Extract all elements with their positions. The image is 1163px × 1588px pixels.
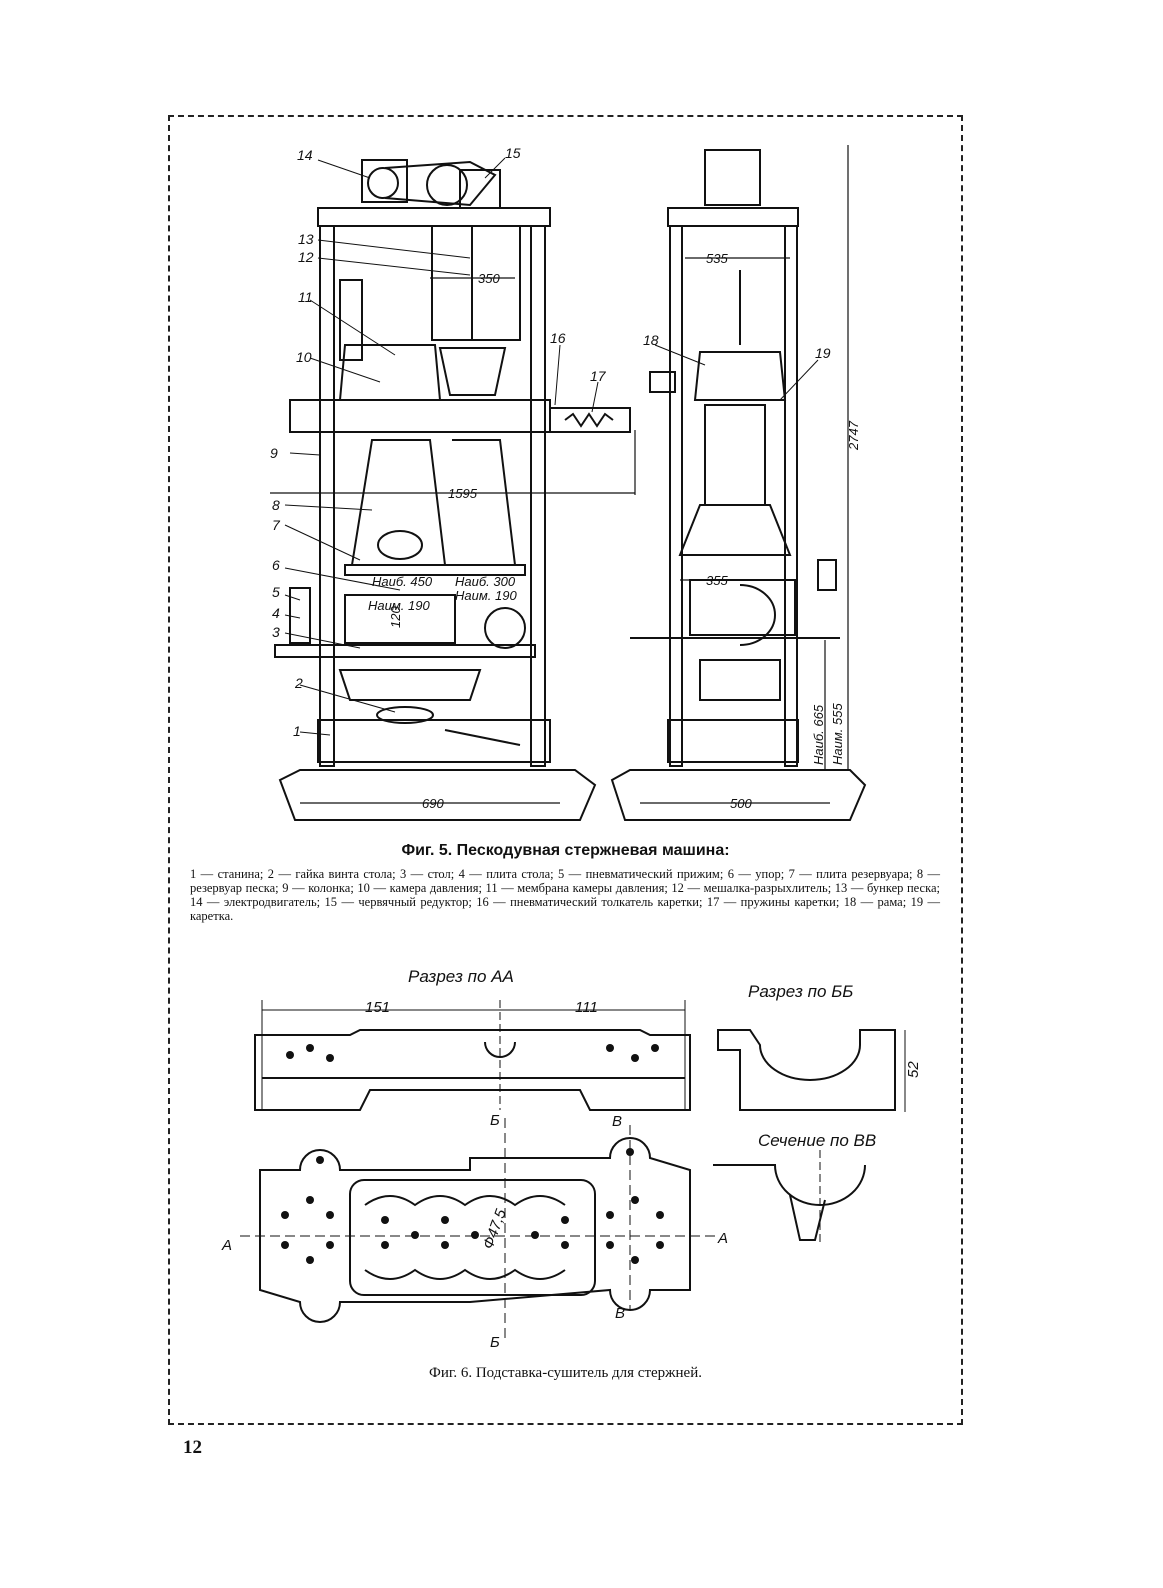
table-screw-nut xyxy=(376,706,434,724)
dim-2747: 2747 xyxy=(846,420,861,451)
dim-max665: Наиб. 665 xyxy=(811,704,826,765)
motor-pulley xyxy=(367,167,399,199)
callout-13: 13 xyxy=(298,231,314,247)
figure-5-title: Фиг. 5. Пескодувная стержневая машина: xyxy=(401,842,730,859)
dim-500: 500 xyxy=(730,796,752,811)
leader-1 xyxy=(299,731,331,736)
dim-max450: Наиб. 450 xyxy=(372,574,433,589)
foundation-left xyxy=(278,769,597,821)
nut-side xyxy=(699,659,781,701)
leader-15 xyxy=(484,157,506,179)
dim-1595: 1595 xyxy=(448,486,478,501)
leader-16 xyxy=(554,344,561,406)
carriage-left xyxy=(289,399,551,433)
figure-6-title: Фиг. 6. Подставка-сушитель для стержней. xyxy=(428,1365,702,1381)
lever xyxy=(444,729,521,746)
leader-12 xyxy=(317,257,471,276)
motor-side xyxy=(704,149,761,206)
reservoir-cone-side xyxy=(678,504,792,556)
reservoir-window xyxy=(377,530,423,560)
right-column xyxy=(530,225,546,767)
table-block-side xyxy=(689,579,796,636)
leader-11 xyxy=(309,299,396,356)
callout-8: 8 xyxy=(272,497,280,513)
sand-hopper xyxy=(431,226,521,341)
callout-6: 6 xyxy=(272,557,280,573)
callout-15: 15 xyxy=(505,145,521,161)
agitator-cone xyxy=(438,347,507,396)
dim-max300: Наиб. 300 xyxy=(455,574,516,589)
frame-side xyxy=(693,351,787,401)
callout-11: 11 xyxy=(298,289,313,305)
reservoir-second xyxy=(440,439,517,566)
reservoir-side xyxy=(704,404,766,506)
callout-14: 14 xyxy=(297,147,313,163)
dim-535: 535 xyxy=(706,251,728,266)
leader-5 xyxy=(284,594,301,601)
top-beam-side xyxy=(667,207,799,227)
clamp-arc-side xyxy=(739,584,776,646)
valve-box-side xyxy=(817,559,837,591)
callout-2: 2 xyxy=(294,675,303,691)
base-side xyxy=(667,719,799,763)
table xyxy=(274,644,536,658)
leader-6 xyxy=(284,567,401,591)
page-frame xyxy=(168,115,963,1425)
valve-side xyxy=(649,371,676,393)
dim-690: 690 xyxy=(422,796,444,811)
reservoir-plate xyxy=(344,564,526,576)
leader-13 xyxy=(317,239,471,259)
air-valve xyxy=(484,607,526,649)
leader-2 xyxy=(299,684,396,713)
leader-3 xyxy=(284,632,361,649)
callout-16: 16 xyxy=(550,330,566,346)
callout-7: 7 xyxy=(272,517,281,533)
table-base xyxy=(338,669,482,701)
leader-10 xyxy=(309,357,381,383)
table-plate xyxy=(344,594,456,644)
column-side-right xyxy=(784,225,798,767)
dim-min190a: Наим. 190 xyxy=(368,598,430,613)
dim-min190b: Наим. 190 xyxy=(455,588,517,603)
carriage-springs xyxy=(564,412,614,428)
callout-1: 1 xyxy=(293,723,301,739)
pusher-cylinder xyxy=(549,407,631,433)
leader-4 xyxy=(284,614,301,619)
base-frame xyxy=(317,719,551,763)
leader-9 xyxy=(289,452,321,456)
figure-5-legend: 1 — станина; 2 — гайка винта стола; 3 — … xyxy=(190,867,940,923)
sand-reservoir xyxy=(350,439,447,566)
page-number: 12 xyxy=(183,1437,202,1458)
leader-18 xyxy=(654,344,706,366)
callout-17: 17 xyxy=(590,368,607,384)
callout-10: 10 xyxy=(296,349,312,365)
callout-18: 18 xyxy=(643,332,659,348)
dim-120: 120 xyxy=(388,606,403,628)
callout-4: 4 xyxy=(272,605,280,621)
callout-12: 12 xyxy=(298,249,314,265)
dim-350: 350 xyxy=(478,271,500,286)
callout-19: 19 xyxy=(815,345,831,361)
reducer-wheel xyxy=(426,164,468,206)
dim-min555: Наим. 555 xyxy=(830,703,845,765)
callout-5: 5 xyxy=(272,584,280,600)
callout-9: 9 xyxy=(270,445,278,461)
leader-8 xyxy=(284,504,373,511)
motor-body xyxy=(361,159,408,203)
leader-7 xyxy=(284,524,361,561)
top-beam xyxy=(317,207,551,227)
belt-drive xyxy=(384,160,497,207)
left-column xyxy=(319,225,335,767)
pressure-chamber xyxy=(338,344,442,401)
leader-19 xyxy=(779,359,819,401)
foundation-right xyxy=(610,769,867,821)
chamber-stack xyxy=(339,279,363,361)
leader-17 xyxy=(591,381,599,413)
dim-355: 355 xyxy=(706,573,728,588)
column-side-left xyxy=(669,225,683,767)
callout-3: 3 xyxy=(272,624,280,640)
leader-14 xyxy=(317,159,371,179)
